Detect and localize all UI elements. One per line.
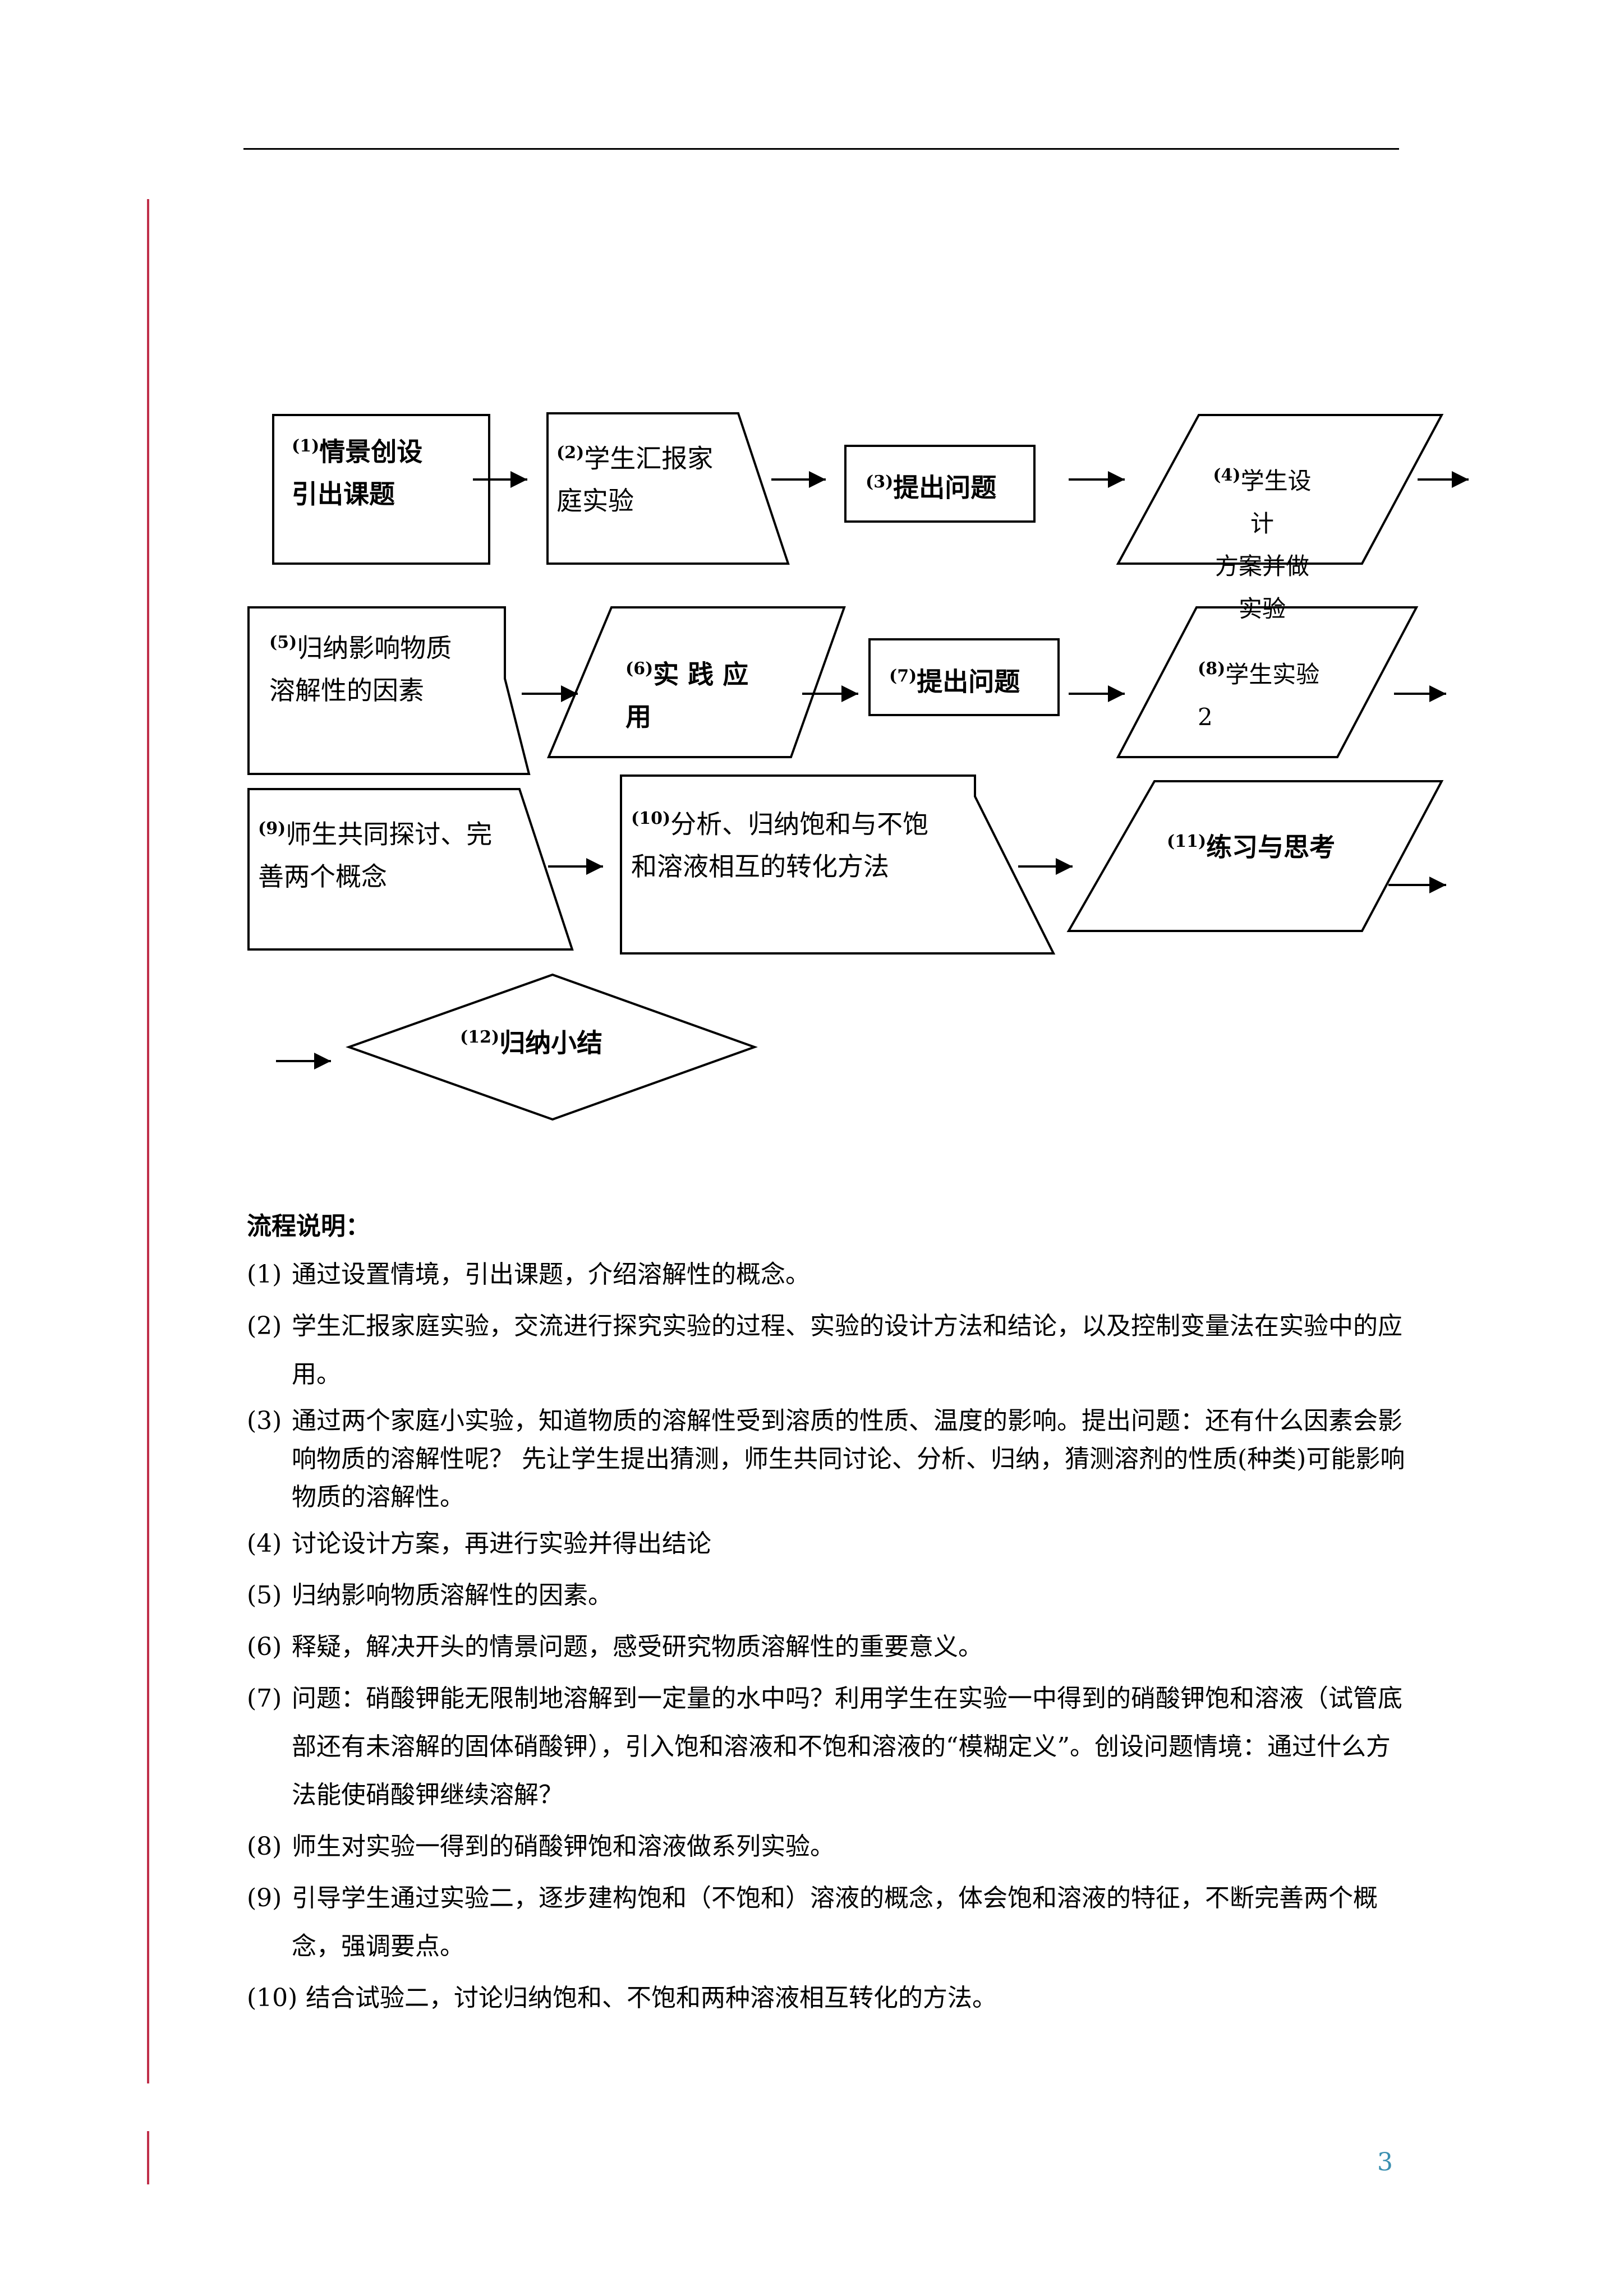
note-item: (5)归纳影响物质溶解性的因素。 — [247, 1581, 613, 1610]
page-number: 3 — [1377, 2148, 1393, 2177]
note-item: (1)通过设置情境，引出课题，介绍溶解性的概念。 — [247, 1260, 810, 1289]
node-7-label: (7)提出问题 — [889, 666, 1020, 697]
node-1-label: (1)情景创设 引出课题 — [292, 436, 423, 510]
note-item: (2)学生汇报家庭实验，交流进行探究实验的过程、实验的设计方法和结论，以及控制变… — [247, 1312, 1402, 1389]
node-12-label: (12)归纳小结 — [460, 1027, 603, 1058]
note-item: (9)引导学生通过实验二，逐步建构饱和（不饱和）溶液的概念，体会饱和溶液的特征，… — [247, 1884, 1378, 1961]
node-8-label: (8)学生实验 2 — [1198, 659, 1320, 731]
node-11-shape — [1066, 780, 1444, 932]
node-10-label: (10)分析、归纳饱和与不饱 和溶液相互的转化方法 — [631, 809, 929, 882]
note-item: (10)结合试验二，讨论归纳饱和、不饱和两种溶液相互转化的方法。 — [247, 1984, 997, 2012]
node-10-shape — [620, 774, 1056, 955]
node-9-shape — [247, 788, 574, 951]
node-11-label: (11)练习与思考 — [1167, 832, 1336, 863]
header-rule — [243, 148, 1399, 150]
margin-line-lower — [147, 2131, 149, 2184]
node-5-shape — [247, 606, 531, 775]
note-item: (3)通过两个家庭小实验，知道物质的溶解性受到溶质的性质、温度的影响。提出问题：… — [247, 1407, 1405, 1511]
note-item: (7)问题：硝酸钾能无限制地溶解到一定量的水中吗？利用学生在实验一中得到的硝酸钾… — [247, 1684, 1402, 1809]
note-item: (6)释疑，解决开头的情景问题，感受研究物质溶解性的重要意义。 — [247, 1633, 983, 1661]
node-12-shape — [346, 973, 758, 1121]
node-4-label: (4)学生设计 方案并做实验 — [1213, 465, 1312, 623]
margin-line — [147, 199, 149, 2083]
node-6-label: (6)实 践 应 用 — [625, 659, 749, 732]
node-1-shape — [272, 414, 490, 565]
node-3-shape — [844, 445, 1036, 523]
flowchart — [247, 412, 1469, 1121]
node-7-shape — [868, 638, 1060, 716]
node-3-label: (3)提出问题 — [866, 472, 997, 503]
node-2-shape — [546, 412, 790, 565]
node-9-label: (9)师生共同探讨、完 善两个概念 — [258, 819, 493, 892]
node-2-label: (2)学生汇报家 庭实验 — [556, 443, 714, 517]
note-item: (8)师生对实验一得到的硝酸钾饱和溶液做系列实验。 — [247, 1832, 835, 1861]
notes-title: 流程说明： — [247, 1212, 370, 1241]
node-4-shape — [1116, 414, 1444, 565]
node-5-label: (5)归纳影响物质 溶解性的因素 — [269, 633, 452, 706]
note-item: (4)讨论设计方案，再进行实验并得出结论 — [247, 1529, 711, 1558]
node-6-shape — [546, 606, 846, 758]
node-8-shape — [1116, 606, 1419, 758]
notes-list: (1)通过设置情境，引出课题，介绍溶解性的概念。 (2)学生汇报家庭实验，交流进… — [247, 1251, 1408, 2026]
